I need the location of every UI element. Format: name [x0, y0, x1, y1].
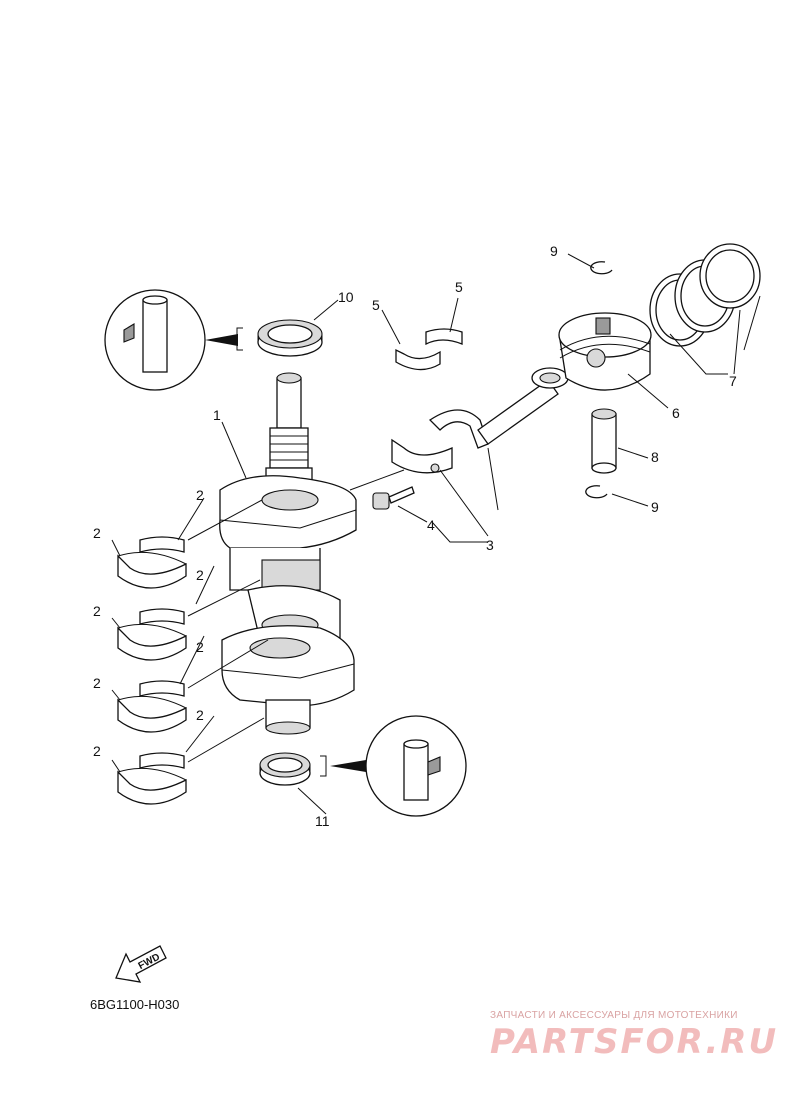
callout-8: 8 — [651, 449, 659, 465]
crankpin-bearing-halves — [395, 328, 463, 371]
callout-9: 9 — [651, 499, 659, 515]
callout-2: 2 — [93, 743, 101, 759]
callout-2: 2 — [93, 603, 101, 619]
main-bearing-set-3 — [117, 680, 187, 733]
callout-9: 9 — [550, 243, 558, 259]
callout-2: 2 — [196, 487, 204, 503]
circlip-bottom — [585, 485, 608, 499]
crankshaft — [219, 372, 357, 735]
main-bearing-set-1 — [117, 536, 187, 589]
callout-2: 2 — [196, 639, 204, 655]
callout-11: 11 — [315, 813, 330, 829]
rod-bolt — [372, 486, 415, 510]
piston — [558, 312, 652, 391]
callout-2: 2 — [196, 707, 204, 723]
callout-6: 6 — [672, 405, 680, 421]
fwd-arrow-icon: FWD — [115, 945, 167, 983]
callout-5: 5 — [372, 297, 380, 313]
watermark-brand: PARTSFOR.RU — [490, 1022, 779, 1062]
callout-2: 2 — [93, 525, 101, 541]
callout-1: 1 — [213, 407, 221, 423]
callout-5: 5 — [455, 279, 463, 295]
oil-seal-10 — [257, 319, 323, 357]
callout-labels: 1 2 2 2 2 2 2 2 2 3 4 5 5 6 7 8 9 9 10 1… — [93, 243, 737, 829]
circlip-top — [590, 261, 613, 275]
callout-10: 10 — [338, 289, 354, 305]
piston-pin — [591, 408, 617, 474]
oil-seal-11 — [259, 752, 311, 786]
seal-detail-inset-top — [104, 289, 243, 391]
callout-2: 2 — [93, 675, 101, 691]
piston-rings — [649, 243, 761, 347]
callout-4: 4 — [427, 517, 435, 533]
seal-detail-inset-bottom — [320, 715, 467, 817]
watermark-tagline: ЗАПЧАСТИ И АКСЕССУАРЫ ДЛЯ МОТОТЕХНИКИ — [490, 1010, 738, 1021]
connecting-rod — [391, 367, 569, 474]
callout-7: 7 — [729, 373, 737, 389]
main-bearing-set-2 — [117, 608, 187, 661]
callout-2: 2 — [196, 567, 204, 583]
callout-3: 3 — [486, 537, 494, 553]
fwd-label: FWD — [137, 952, 162, 972]
main-bearing-set-4 — [117, 752, 187, 805]
diagram-code: 6BG1100-H030 — [90, 997, 180, 1012]
leader-lines — [111, 253, 761, 815]
